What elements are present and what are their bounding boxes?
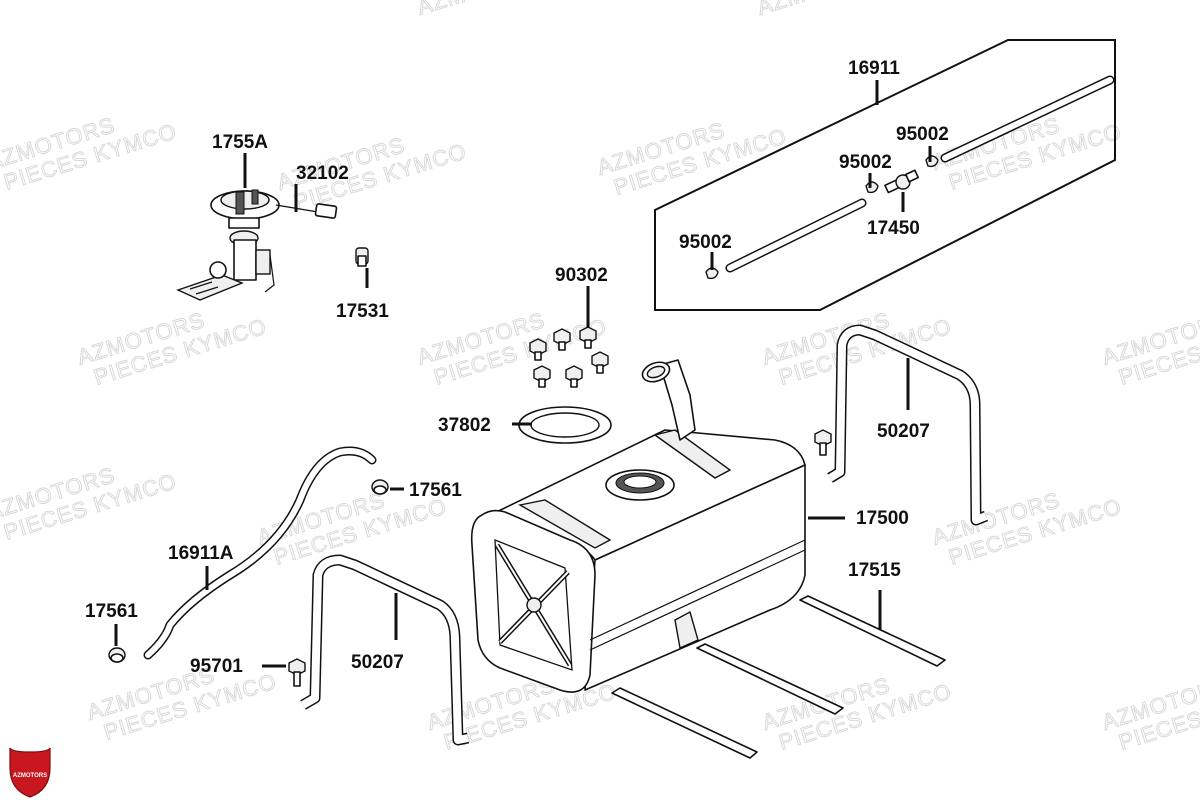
rubber-pad	[611, 687, 758, 759]
hose-clip	[865, 181, 879, 194]
label-16911: 16911	[848, 58, 900, 79]
rubber-pad	[696, 643, 844, 715]
gasket: 37802	[438, 406, 612, 444]
svg-text:AZMOTORS: AZMOTORS	[414, 0, 548, 20]
check-valve	[884, 169, 920, 194]
breather-hose-kit: 16911 95002 95002 17450 95002	[654, 39, 1116, 311]
shield-logo-icon	[9, 747, 51, 798]
label-37802: 37802	[438, 415, 491, 436]
fuel-hose: 17561 16911A 17561	[85, 446, 462, 663]
label-17500: 17500	[856, 508, 909, 529]
bolt	[529, 338, 547, 361]
logo-text: AZMOTORS	[13, 773, 47, 779]
strap-bolt: 95701	[190, 656, 306, 687]
label-32102: 32102	[296, 163, 349, 184]
fuel-tank: 17500	[470, 359, 909, 693]
kit-outline-box	[654, 39, 1116, 311]
label-95002: 95002	[839, 152, 892, 173]
label-95002: 95002	[896, 124, 949, 145]
bolt	[553, 328, 571, 351]
bolt	[579, 326, 597, 349]
hose-clip	[925, 155, 939, 168]
tank-strap-left: 50207	[300, 554, 470, 746]
bolt	[565, 365, 583, 388]
label-95002: 95002	[679, 232, 732, 253]
label-17450: 17450	[867, 218, 920, 239]
svg-text:AZMOTORS: AZMOTORS	[754, 0, 888, 20]
pump-clip	[355, 247, 369, 267]
watermark: AZMOTORS	[414, 0, 549, 20]
label-17515: 17515	[848, 560, 901, 581]
hose-clamp	[371, 479, 389, 495]
bolt	[533, 365, 551, 388]
brand-logo: AZMOTORS	[9, 747, 51, 798]
bolt	[591, 351, 609, 374]
label-95701: 95701	[190, 656, 243, 677]
label-17561: 17561	[85, 601, 138, 622]
label-16911A: 16911A	[168, 543, 234, 564]
tank-strap-right: 50207	[814, 324, 989, 526]
label-50207: 50207	[877, 421, 930, 442]
label-17531: 17531	[336, 301, 389, 322]
watermark: AZMOTORS	[754, 0, 889, 20]
hose-clamp	[108, 647, 126, 663]
hose-clip	[705, 267, 719, 280]
tank-pads: 17515	[611, 560, 946, 759]
label-17561: 17561	[409, 480, 462, 501]
label-90302: 90302	[555, 265, 608, 286]
label-1755A: 1755A	[212, 132, 268, 153]
rubber-pad	[799, 595, 946, 667]
fuel-pump-assembly: 1755A 32102 17531	[176, 132, 389, 322]
label-50207: 50207	[351, 652, 404, 673]
bolt-group: 90302	[529, 265, 609, 388]
